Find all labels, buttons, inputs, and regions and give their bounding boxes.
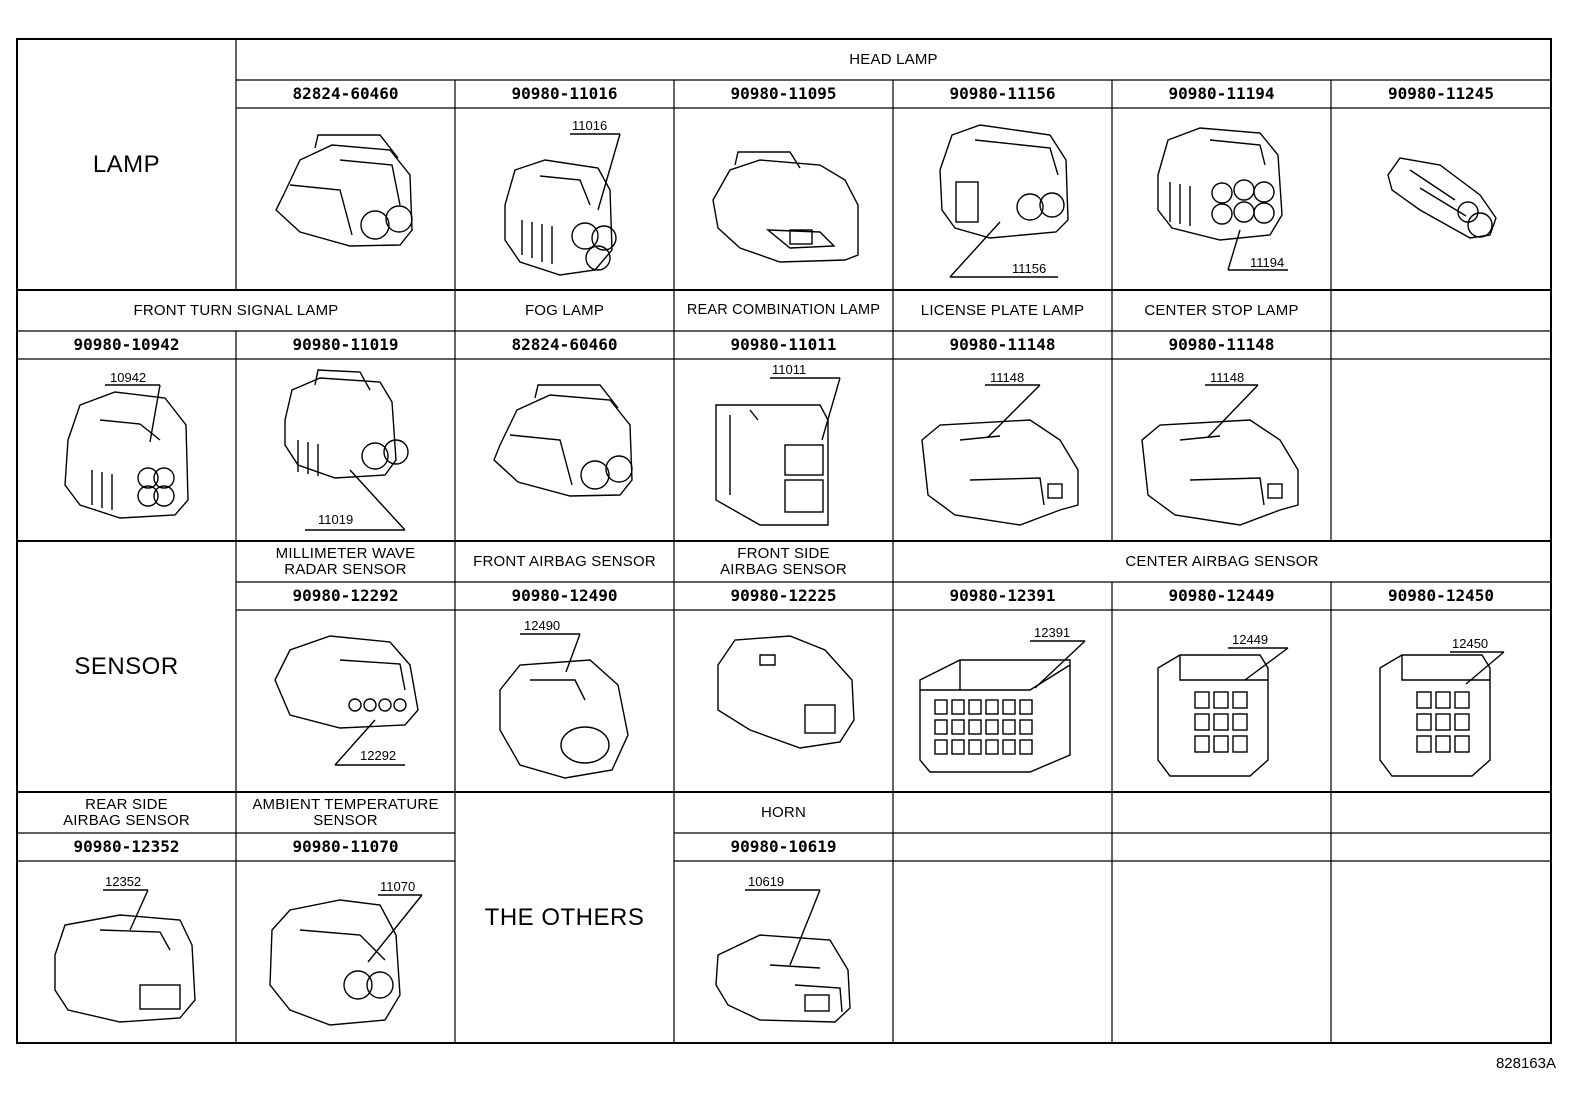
callout-11016: 11016 xyxy=(572,118,607,133)
part-number: 90980-11011 xyxy=(730,334,837,354)
drawing-code: 828163A xyxy=(1495,1055,1556,1072)
callout-12490: 12490 xyxy=(524,618,560,633)
title-line: REAR SIDE xyxy=(85,795,168,813)
callout-11070: 11070 xyxy=(380,879,415,894)
connector-90980-12450 xyxy=(1379,651,1505,777)
part-number: 90980-12292 xyxy=(292,585,399,605)
part-number: 90980-11156 xyxy=(949,83,1056,103)
callout-12450: 12450 xyxy=(1452,636,1488,651)
connector-82824-60460-headlamp xyxy=(275,134,413,247)
title-center-stop-lamp: CENTER STOP LAMP xyxy=(1144,301,1299,319)
title-front-side-airbag-sensor: FRONT SIDE AIRBAG SENSOR xyxy=(674,541,893,582)
connector-90980-11148b xyxy=(1141,384,1299,526)
connector-90980-12352 xyxy=(54,889,196,1023)
part-number: 90980-11245 xyxy=(1388,83,1494,103)
callout-10942: 10942 xyxy=(110,370,146,385)
part-number: 82824-60460 xyxy=(292,83,399,103)
part-number: 90980-11019 xyxy=(292,334,399,354)
title-line: RADAR SENSOR xyxy=(284,560,407,578)
callout-11156: 11156 xyxy=(1012,261,1046,276)
part-number: 90980-10942 xyxy=(73,334,180,354)
callout-11019: 11019 xyxy=(318,512,353,527)
connector-90980-11070 xyxy=(269,894,423,1026)
connector-90980-11019 xyxy=(284,369,409,531)
title-front-turn-signal-lamp: FRONT TURN SIGNAL LAMP xyxy=(133,301,339,319)
part-number: 90980-11070 xyxy=(292,836,399,856)
part-number: 90980-11016 xyxy=(511,83,618,103)
title-line: AMBIENT TEMPERATURE xyxy=(252,795,439,813)
callout-11194: 11194 xyxy=(1250,255,1284,270)
title-center-airbag-sensor: CENTER AIRBAG SENSOR xyxy=(1125,552,1319,570)
title-horn: HORN xyxy=(761,803,806,821)
title-fog-lamp: FOG LAMP xyxy=(524,301,605,319)
connector-90980-11016 xyxy=(504,133,621,276)
connector-90980-12449 xyxy=(1157,647,1289,777)
category-others-label: THE OTHERS xyxy=(484,903,645,931)
part-number: 82824-60460 xyxy=(511,334,618,354)
connector-90980-12292 xyxy=(274,635,419,766)
connector-90980-11148a xyxy=(921,384,1079,526)
connector-90980-11011 xyxy=(715,377,841,526)
callout-11148b: 11148 xyxy=(1210,370,1244,385)
title-line: AIRBAG SENSOR xyxy=(63,811,190,829)
connector-90980-11194 xyxy=(1157,127,1288,271)
part-number: 90980-10619 xyxy=(730,836,837,856)
connector-90980-11095 xyxy=(712,151,859,263)
callout-11011: 11011 xyxy=(772,362,806,377)
part-number: 90980-11148 xyxy=(1168,334,1275,354)
title-head-lamp: HEAD LAMP xyxy=(849,50,938,68)
connector-90980-11245 xyxy=(1387,157,1497,239)
title-line: AIRBAG SENSOR xyxy=(720,560,847,578)
category-lamp: LAMP xyxy=(17,39,236,290)
category-sensor: SENSOR xyxy=(17,541,236,792)
part-number: 90980-12225 xyxy=(730,585,837,605)
connector-82824-60460-fog xyxy=(493,384,633,497)
title-line: FRONT SIDE xyxy=(737,544,830,562)
part-number: 90980-11095 xyxy=(730,83,837,103)
part-number: 90980-11194 xyxy=(1168,83,1275,103)
callout-11148a: 11148 xyxy=(990,370,1024,385)
callout-12352: 12352 xyxy=(105,874,141,889)
grid-rules xyxy=(17,39,1551,1043)
part-number: 90980-11148 xyxy=(949,334,1056,354)
title-ambient-temperature-sensor: AMBIENT TEMPERATURE SENSOR xyxy=(236,792,455,833)
part-number: 90980-12391 xyxy=(949,585,1056,605)
callout-12449: 12449 xyxy=(1232,632,1268,647)
connector-90980-10942 xyxy=(64,384,189,519)
connector-90980-12225 xyxy=(717,635,855,749)
part-number: 90980-12449 xyxy=(1168,585,1275,605)
part-number: 90980-12352 xyxy=(73,836,180,856)
title-license-plate-lamp: LICENSE PLATE LAMP xyxy=(920,301,1085,319)
callout-12292: 12292 xyxy=(360,748,396,763)
category-sensor-label: SENSOR xyxy=(74,652,179,680)
category-others: THE OTHERS xyxy=(455,792,674,1043)
part-number: 90980-12490 xyxy=(511,585,618,605)
connector-90980-11156 xyxy=(939,124,1069,278)
category-lamp-label: LAMP xyxy=(92,150,161,178)
connector-90980-10619 xyxy=(715,889,851,1023)
title-front-airbag-sensor: FRONT AIRBAG SENSOR xyxy=(473,552,656,570)
title-millimeter-wave-radar-sensor: MILLIMETER WAVE RADAR SENSOR xyxy=(236,541,455,582)
title-line: SENSOR xyxy=(313,811,378,829)
title-rear-side-airbag-sensor: REAR SIDE AIRBAG SENSOR xyxy=(17,792,236,833)
title-line: MILLIMETER WAVE xyxy=(275,544,416,562)
connector-90980-12490 xyxy=(499,633,629,779)
title-rear-combination-lamp: REAR COMBINATION LAMP xyxy=(686,301,881,318)
callout-10619: 10619 xyxy=(748,874,784,889)
callout-12391: 12391 xyxy=(1034,625,1070,640)
part-number: 90980-12450 xyxy=(1388,585,1494,605)
connector-90980-12391 xyxy=(919,640,1086,773)
